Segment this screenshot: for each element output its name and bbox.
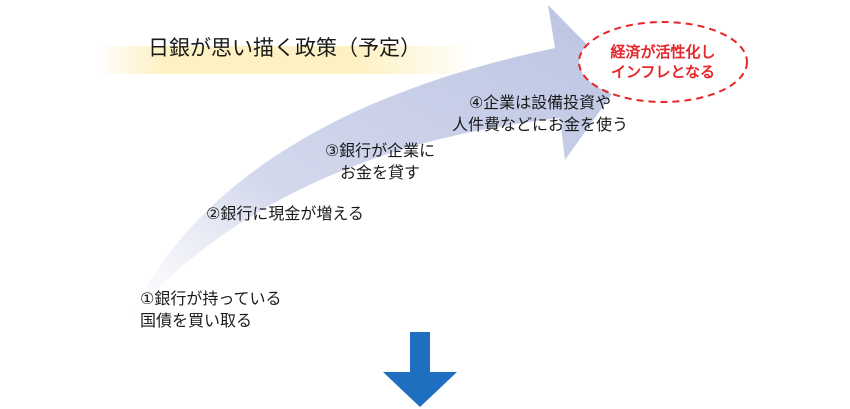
step-3: ③銀行が企業に お金を貸す [305, 140, 455, 184]
step-4-line-1: ④企業は設備投資や [468, 93, 612, 112]
down-arrow-icon [383, 332, 457, 407]
step-1-line-2: 国債を買い取る [140, 311, 253, 330]
step-1: ①銀行が持っている 国債を買い取る [140, 288, 282, 332]
step-3-line-1: ③銀行が企業に [324, 141, 436, 160]
step-4: ④企業は設備投資や 人件費などにお金を使う [440, 92, 640, 136]
goal-line-2: インフレとなる [610, 63, 716, 81]
curved-growth-arrow [130, 5, 622, 318]
goal-dashed-ellipse [578, 21, 748, 103]
goal-label: 経済が活性化し インフレとなる [583, 26, 743, 98]
step-2-line-1: ②銀行に現金が増える [206, 204, 364, 223]
step-3-line-2: お金を貸す [339, 163, 420, 182]
step-2: ②銀行に現金が増える [206, 203, 364, 225]
step-1-line-1: ①銀行が持っている [140, 289, 282, 308]
step-4-line-2: 人件費などにお金を使う [451, 115, 628, 134]
goal-line-1: 経済が活性化し [610, 43, 716, 61]
diagram-title: 日銀が思い描く政策（予定） [148, 36, 421, 60]
title-highlight-band [95, 46, 475, 74]
